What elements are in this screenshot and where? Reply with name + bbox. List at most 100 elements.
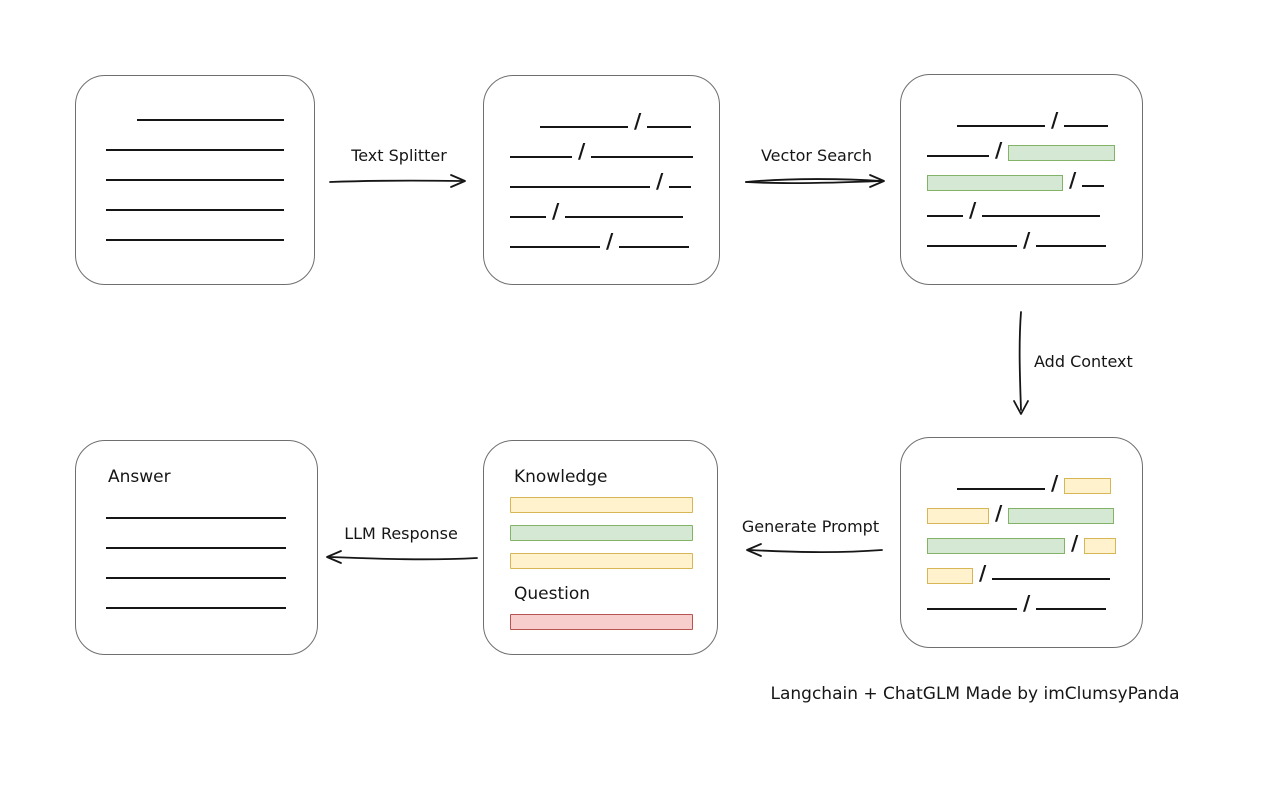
slash-separator: / (1051, 108, 1059, 132)
yellow-bar (510, 553, 693, 569)
slash-separator: / (995, 501, 1003, 525)
slash-separator: / (656, 169, 664, 193)
text-line-segment (510, 216, 546, 218)
text-line-segment (619, 246, 690, 248)
text-line-segment (957, 125, 1045, 127)
question-bars (510, 614, 693, 630)
text-line-row (106, 489, 287, 519)
text-line (106, 577, 286, 579)
green-bar (510, 525, 693, 541)
text-line (106, 239, 284, 241)
vector-matched-box: / / / / / (900, 74, 1143, 285)
slash-separator: / (969, 198, 977, 222)
chunk-row: / (510, 98, 709, 133)
highlight-chunk-yellow (927, 568, 973, 584)
prompt-box-content: Knowledge Question (510, 467, 693, 630)
text-line (106, 607, 286, 609)
knowledge-label: Knowledge (514, 467, 608, 487)
slash-separator: / (552, 199, 560, 223)
text-line (106, 179, 284, 181)
llm-response-label: LLM Response (344, 524, 458, 543)
highlight-chunk-green (1008, 145, 1116, 161)
highlight-chunk-yellow (1084, 538, 1117, 554)
chunk-row: / (927, 157, 1132, 192)
text-line-segment (669, 186, 692, 188)
chunk-row: / (510, 158, 709, 193)
llm-response-arrow-icon (326, 550, 478, 564)
slash-separator: / (995, 138, 1003, 162)
vector-search-arrow-icon (745, 174, 885, 188)
slash-separator: / (1069, 168, 1077, 192)
text-line-segment (927, 155, 989, 157)
chunk-row: / (510, 128, 709, 163)
slash-separator: / (1071, 531, 1079, 555)
highlight-chunk-green (1008, 508, 1115, 524)
yellow-bar (510, 497, 693, 513)
text-line-segment (510, 246, 600, 248)
red-bar (510, 614, 693, 630)
chunk-row: / (927, 460, 1132, 495)
context-chunk-rows: / / / / / (927, 460, 1132, 615)
text-line-segment (540, 126, 628, 128)
generate-prompt-arrow-icon (746, 543, 883, 557)
text-line-segment (957, 488, 1045, 490)
text-line-segment (927, 215, 963, 217)
text-line (106, 209, 284, 211)
diagram-caption: Langchain + ChatGLM Made by imClumsyPand… (770, 684, 1180, 704)
highlight-chunk-yellow (1064, 478, 1112, 494)
add-context-arrow-icon (1013, 311, 1029, 415)
text-line-row (106, 91, 284, 121)
highlight-chunk-green (927, 538, 1065, 554)
slash-separator: / (979, 561, 987, 585)
text-line-segment (591, 156, 694, 158)
text-line-row (106, 121, 284, 151)
text-line (137, 119, 284, 121)
text-line-segment (1064, 125, 1109, 127)
slash-separator: / (578, 139, 586, 163)
text-line (106, 149, 284, 151)
split-chunks-box: ///// (483, 75, 720, 285)
text-line-segment (927, 245, 1017, 247)
generate-prompt-label: Generate Prompt (741, 517, 880, 536)
text-line-segment (647, 126, 692, 128)
text-line-segment (510, 156, 572, 158)
highlight-chunk-yellow (927, 508, 989, 524)
chunk-row: / (927, 217, 1132, 252)
slash-separator: / (1023, 591, 1031, 615)
chunk-row: / (927, 127, 1132, 162)
text-line-row (106, 181, 284, 211)
document-lines (106, 91, 284, 241)
text-line-segment (565, 216, 684, 218)
add-context-label: Add Context (1034, 352, 1133, 371)
prompt-box: Knowledge Question (483, 440, 718, 655)
split-chunk-rows: ///// (510, 98, 709, 251)
vector-matched-rows: / / / / / (927, 97, 1132, 252)
chunk-row: / (927, 520, 1132, 555)
text-splitter-label: Text Splitter (351, 146, 447, 165)
text-line-segment (1082, 185, 1105, 187)
text-line (106, 547, 286, 549)
text-line-segment (1036, 608, 1107, 610)
text-splitter-arrow-icon (329, 174, 466, 188)
slash-separator: / (1051, 471, 1059, 495)
answer-box: Answer (75, 440, 318, 655)
vector-search-label: Vector Search (760, 146, 873, 165)
context-chunks-box: / / / / / (900, 437, 1143, 648)
slash-separator: / (1023, 228, 1031, 252)
chunk-row: / (927, 550, 1132, 585)
text-line-segment (982, 215, 1101, 217)
text-line-row (106, 151, 284, 181)
chunk-row: / (927, 580, 1132, 615)
text-line-row (106, 549, 287, 579)
text-line-segment (927, 608, 1017, 610)
answer-label: Answer (108, 467, 171, 487)
question-label: Question (514, 584, 591, 604)
answer-lines (106, 489, 287, 609)
text-line (106, 517, 286, 519)
text-line-segment (510, 186, 650, 188)
text-line-row (106, 579, 287, 609)
slash-separator: / (634, 109, 642, 133)
chunk-row: / (927, 97, 1132, 132)
chunk-row: / (510, 188, 709, 223)
